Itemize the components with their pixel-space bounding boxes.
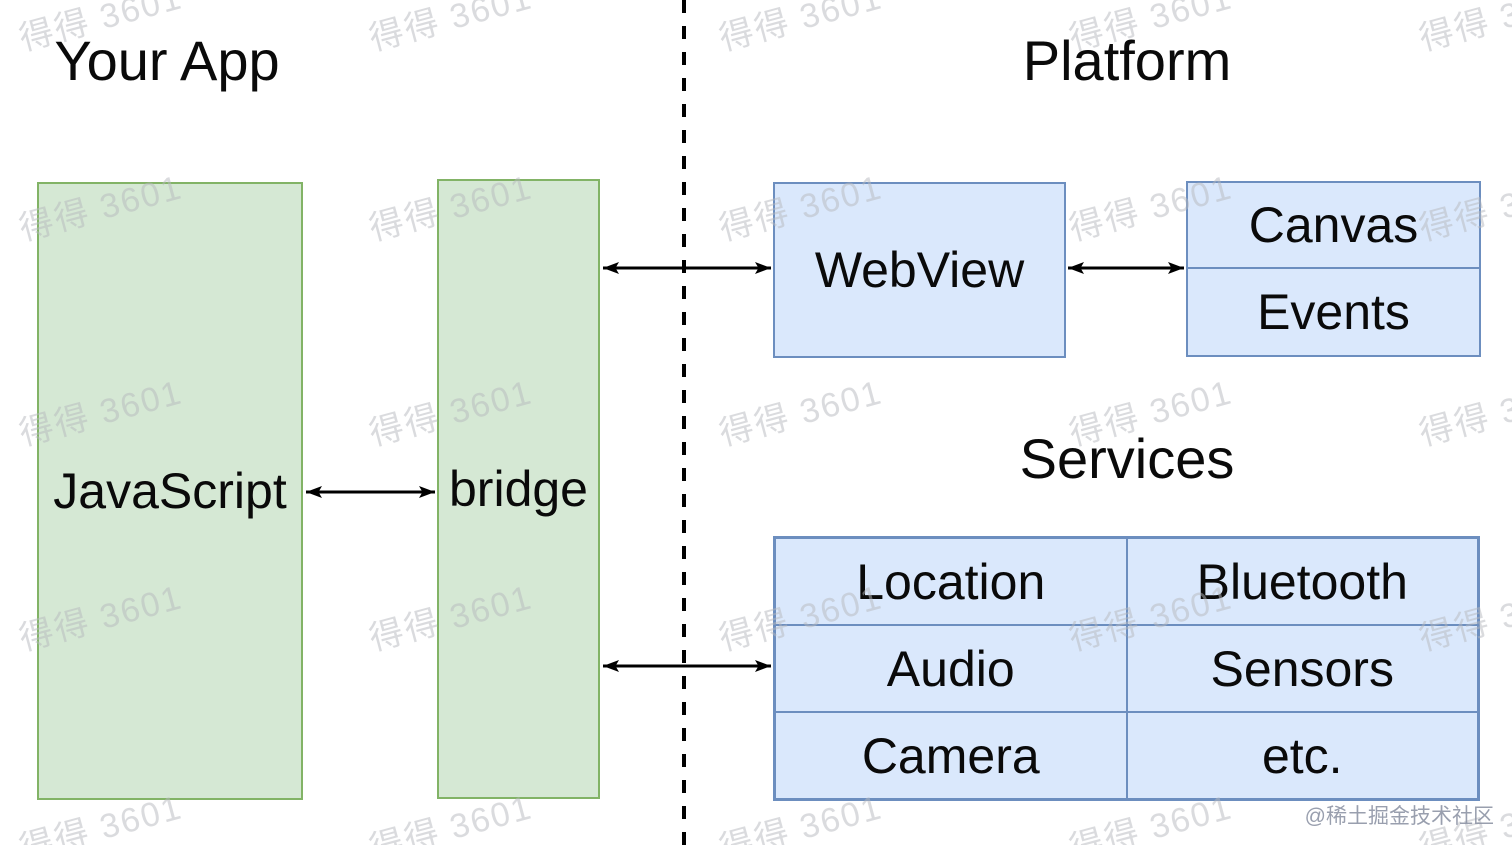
canvas-node: Canvas (1188, 183, 1479, 269)
service-cell-label: Sensors (1210, 640, 1394, 697)
service-cell-label: Audio (886, 640, 1015, 697)
your-app-title: Your App (54, 29, 280, 92)
service-cell-etc: etc. (1126, 712, 1478, 799)
webview-node: WebView (773, 182, 1066, 358)
services-table: Location Bluetooth Audio Sensors Camera … (773, 536, 1480, 801)
service-cell-audio: Audio (775, 625, 1127, 712)
platform-title: Platform (1022, 29, 1232, 92)
site-watermark-tile: 得得 3601 (365, 0, 537, 59)
events-node-label: Events (1257, 284, 1410, 340)
service-cell-location: Location (775, 538, 1127, 625)
canvas-events-stack: Canvas Events (1186, 181, 1481, 357)
bridge-node-label: bridge (449, 461, 588, 517)
service-cell-label: Bluetooth (1196, 553, 1408, 610)
canvas-node-label: Canvas (1248, 197, 1419, 253)
javascript-node: JavaScript (37, 182, 303, 800)
events-node: Events (1188, 269, 1479, 355)
site-watermark-tile: 得得 3601 (1415, 0, 1512, 59)
service-cell-label: etc. (1261, 727, 1343, 784)
service-cell-label: Camera (861, 727, 1040, 784)
service-cell-sensors: Sensors (1126, 625, 1478, 712)
bridge-node: bridge (437, 179, 600, 799)
service-cell-camera: Camera (775, 712, 1127, 799)
site-watermark-tile: 得得 3601 (1415, 373, 1512, 454)
juejin-credit-watermark: @稀土掘金技术社区 (1304, 805, 1494, 828)
service-cell-bluetooth: Bluetooth (1126, 538, 1478, 625)
services-title: Services (1019, 427, 1235, 490)
site-watermark-tile: 得得 3601 (715, 0, 887, 59)
webview-node-label: WebView (814, 242, 1025, 298)
javascript-node-label: JavaScript (53, 463, 287, 519)
service-cell-label: Location (856, 553, 1046, 610)
site-watermark-tile: 得得 3601 (715, 373, 887, 454)
